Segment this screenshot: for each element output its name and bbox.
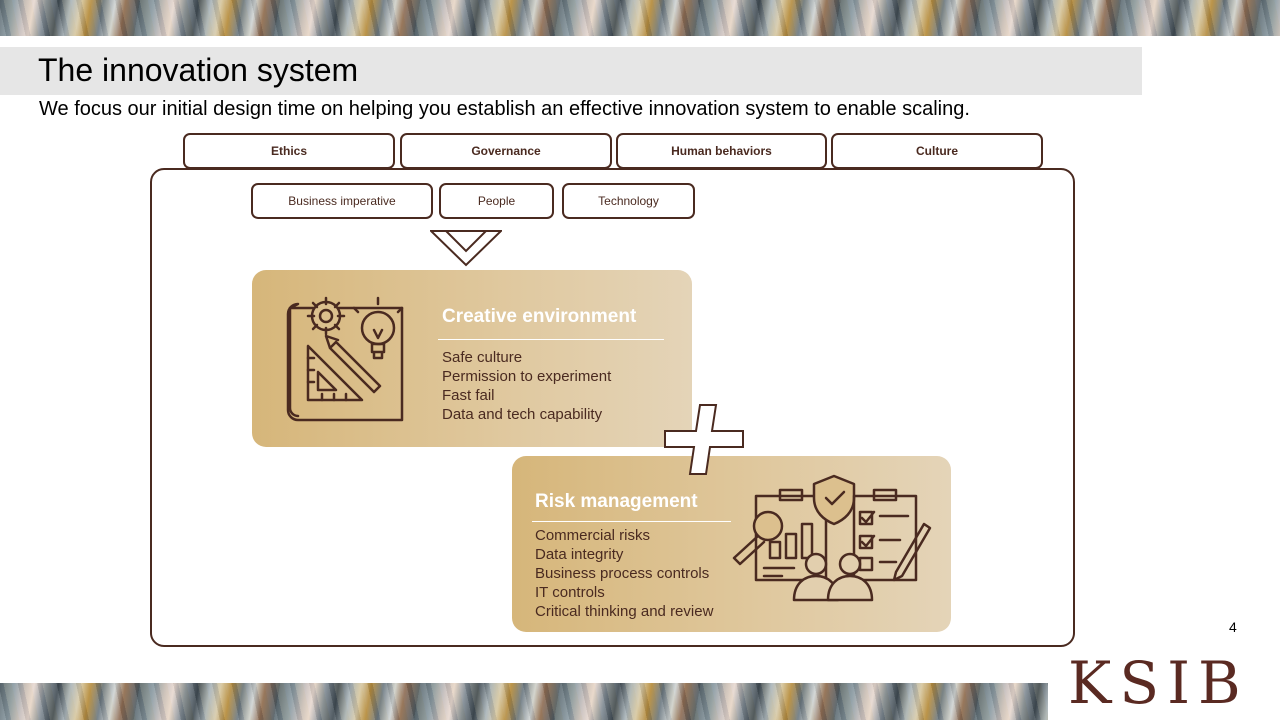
page-subtitle: We focus our initial design time on help… — [39, 98, 970, 120]
input-business-imperative: Business imperative — [251, 183, 433, 219]
list-item: Data integrity — [535, 546, 624, 563]
input-people: People — [439, 183, 554, 219]
ksib-logo: KSIB — [1068, 649, 1249, 717]
creative-environment-list: Safe culture Permission to experiment Fa… — [442, 348, 611, 424]
creative-environment-card: Creative environment Safe culture Permis… — [252, 270, 692, 447]
list-item: Fast fail — [442, 387, 495, 404]
input-technology: Technology — [562, 183, 695, 219]
pillar-culture: Culture — [831, 133, 1043, 169]
list-item: Critical thinking and review — [535, 603, 714, 620]
page-title: The innovation system — [38, 52, 359, 88]
chevron-down-icon — [430, 230, 502, 267]
title-band — [0, 47, 1142, 95]
list-item: Commercial risks — [535, 527, 651, 544]
list-item: Safe culture — [442, 349, 523, 366]
list-item: Data and tech capability — [442, 406, 603, 423]
list-item: IT controls — [535, 584, 605, 601]
page-number: 4 — [1229, 619, 1237, 635]
plus-icon — [664, 404, 744, 475]
risk-management-card: Risk management Commercial risks Data in… — [512, 456, 951, 632]
risk-analysis-icon — [732, 474, 932, 602]
logo-background — [1048, 650, 1280, 720]
pillar-governance: Governance — [400, 133, 612, 169]
pillar-human-behaviors: Human behaviors — [616, 133, 827, 169]
heading-divider — [438, 339, 664, 340]
pillar-ethics: Ethics — [183, 133, 395, 169]
list-item: Business process controls — [535, 565, 710, 582]
creative-environment-heading: Creative environment — [442, 306, 637, 327]
top-decorative-banner — [0, 0, 1280, 36]
list-item: Permission to experiment — [442, 368, 612, 385]
heading-divider — [532, 521, 731, 522]
design-tools-icon — [286, 296, 404, 422]
risk-management-heading: Risk management — [535, 491, 698, 512]
risk-management-list: Commercial risks Data integrity Business… — [535, 526, 713, 621]
